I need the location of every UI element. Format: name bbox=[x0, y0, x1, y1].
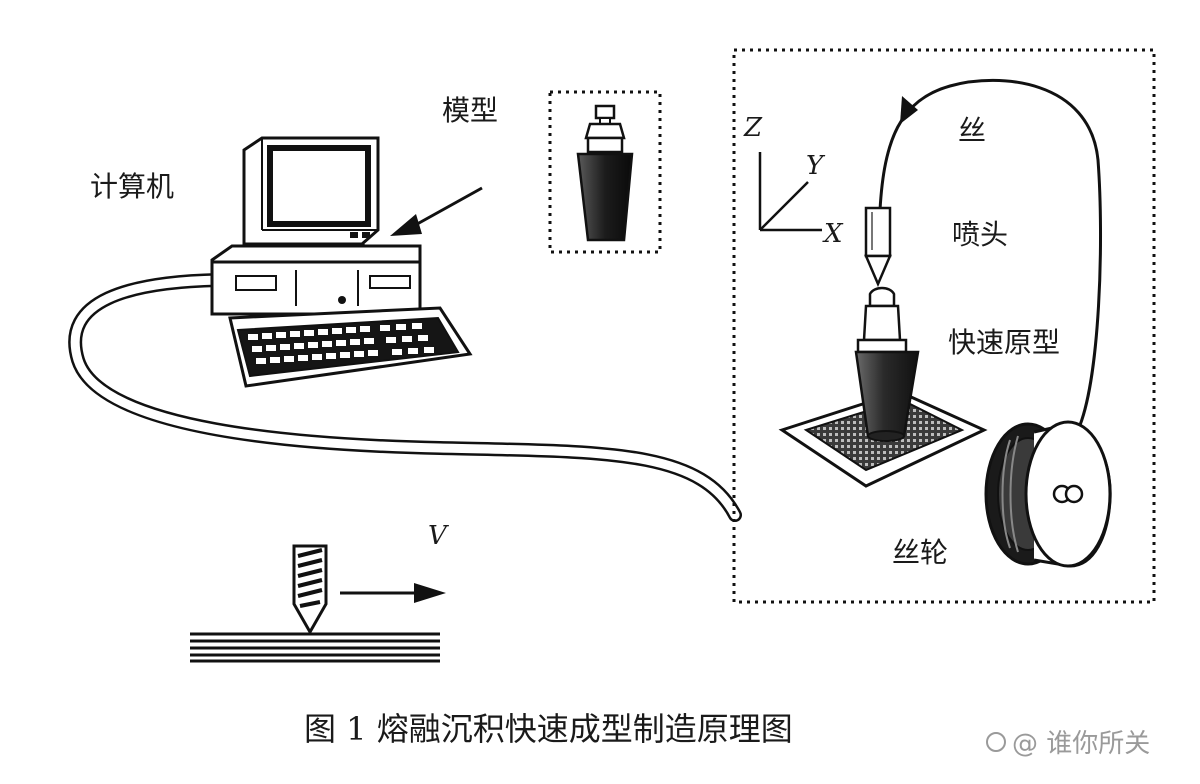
spool-label: 丝轮 bbox=[892, 536, 948, 569]
rapid-prototype-part bbox=[854, 286, 920, 442]
machine-box bbox=[732, 48, 1156, 604]
filament-label: 丝 bbox=[958, 114, 986, 147]
xyz-axes bbox=[758, 152, 822, 232]
computer-illustration bbox=[210, 136, 473, 388]
nozzle-illustration bbox=[864, 206, 892, 288]
model-to-computer-arrow bbox=[390, 186, 483, 236]
figure-caption: 图 1 熔融沉积快速成型制造原理图 bbox=[304, 710, 793, 748]
data-cable bbox=[68, 273, 742, 522]
filament-spool bbox=[984, 420, 1112, 568]
model-label: 模型 bbox=[442, 94, 498, 127]
velocity-label: V bbox=[428, 521, 449, 551]
axis-x-label: X bbox=[822, 219, 844, 249]
rapid-prototype-label: 快速原型 bbox=[948, 326, 1060, 359]
axis-z-label: Z bbox=[743, 113, 763, 143]
computer-label: 计算机 bbox=[90, 170, 174, 203]
deposition-detail bbox=[190, 544, 446, 663]
paw-icon bbox=[986, 732, 1006, 752]
model-box bbox=[548, 90, 662, 254]
watermark-text: @ 谁你所关 bbox=[1012, 729, 1150, 759]
nozzle-label: 喷头 bbox=[952, 218, 1008, 251]
watermark: @ 谁你所关 bbox=[986, 729, 1150, 759]
axis-y-label: Y bbox=[806, 151, 826, 181]
filament-line bbox=[878, 78, 1102, 431]
